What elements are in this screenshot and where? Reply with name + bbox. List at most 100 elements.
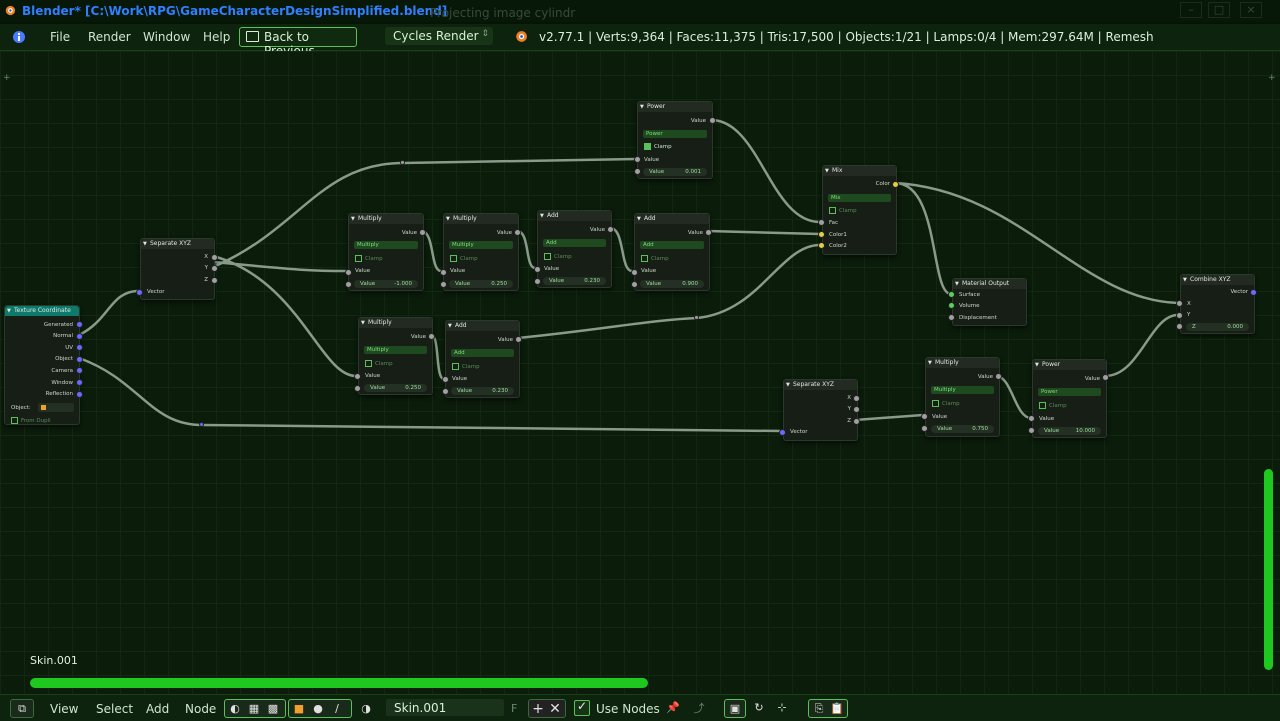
maximize-icon[interactable]: □ (1208, 2, 1230, 18)
node-header[interactable]: Add (446, 321, 519, 331)
back-to-previous-button[interactable]: Back to Previous (239, 27, 357, 58)
node-header[interactable]: Multiply (926, 358, 999, 368)
node-header[interactable]: Combine XYZ (1181, 275, 1254, 285)
output-socket[interactable] (515, 336, 522, 343)
background-window-tab[interactable]: Projecting image cylindr (430, 6, 576, 20)
clamp-checkbox[interactable]: Clamp (641, 255, 669, 262)
math-operation-dropdown[interactable]: Multiply (354, 241, 418, 249)
area-split-icon[interactable]: + (3, 73, 11, 83)
input-socket[interactable] (534, 278, 541, 285)
output-socket[interactable] (76, 379, 83, 386)
node-separate-xyz[interactable]: Separate XYZ X Y Z Vector (140, 238, 215, 300)
math-operation-dropdown[interactable]: Add (451, 349, 514, 357)
reroute-node[interactable] (199, 422, 204, 427)
input-socket[interactable] (818, 231, 825, 238)
close-icon[interactable]: × (1240, 2, 1262, 18)
node-separate-xyz[interactable]: Separate XYZ X Y Z Vector (783, 379, 858, 441)
from-dupli-checkbox[interactable]: From Dupli (11, 417, 51, 424)
input-socket[interactable] (345, 281, 352, 288)
shader-nodes-icon[interactable]: ◐ (230, 702, 240, 715)
clamp-checkbox[interactable]: Clamp (365, 360, 393, 367)
input-socket[interactable] (442, 388, 449, 395)
output-socket[interactable] (211, 277, 218, 284)
texture-nodes-icon[interactable]: ▩ (267, 702, 279, 715)
node-header[interactable]: Add (538, 211, 611, 221)
auto-offset-icon[interactable]: ↻ (754, 701, 764, 714)
horizontal-scrollbar[interactable] (30, 678, 648, 688)
minimize-icon[interactable]: – (1180, 2, 1202, 18)
math-operation-dropdown[interactable]: Multiply (364, 346, 427, 354)
node-mix[interactable]: Mix Color Mix Clamp Fac Color1 Color2 (822, 165, 897, 255)
output-socket[interactable] (76, 344, 83, 351)
shader-context-selector[interactable]: ■ ● ∕ (288, 699, 352, 718)
input-socket[interactable] (948, 314, 955, 321)
input-socket[interactable] (779, 429, 786, 436)
input-socket[interactable] (1028, 427, 1035, 434)
output-socket[interactable] (853, 406, 860, 413)
editor-type-info-icon[interactable] (10, 28, 28, 46)
node-texture-coordinate[interactable]: Texture Coordinate Generated Normal UV O… (4, 305, 80, 425)
render-engine-dropdown[interactable]: Cycles Render ⇕ (385, 27, 493, 45)
node-header[interactable]: Material Output (953, 279, 1026, 289)
input-socket[interactable] (634, 156, 641, 163)
menu-file[interactable]: File (50, 30, 71, 44)
input-socket[interactable] (440, 269, 447, 276)
copy-icon[interactable]: ⎘ (814, 701, 824, 715)
input-socket[interactable] (921, 425, 928, 432)
input-socket[interactable] (631, 269, 638, 276)
math-operation-dropdown[interactable]: Multiply (449, 241, 513, 249)
fake-user-button[interactable]: F (511, 702, 518, 715)
vertical-scrollbar[interactable] (1264, 469, 1273, 670)
input-socket[interactable] (921, 413, 928, 420)
output-socket[interactable] (995, 373, 1002, 380)
output-socket[interactable] (709, 117, 716, 124)
node-header[interactable]: Texture Coordinate (5, 306, 79, 316)
input-socket[interactable] (948, 302, 955, 309)
menu-view[interactable]: View (50, 702, 79, 716)
output-socket[interactable] (853, 418, 860, 425)
node-header[interactable]: Power (638, 102, 712, 112)
unlink-material-icon[interactable]: ✕ (549, 700, 561, 717)
input-socket[interactable] (818, 242, 825, 249)
node-multiply[interactable]: Multiply Value Multiply Clamp Value Valu… (443, 213, 519, 291)
input-socket[interactable] (440, 281, 447, 288)
node-header[interactable]: Separate XYZ (784, 380, 857, 390)
input-socket[interactable] (1176, 312, 1183, 319)
output-socket[interactable] (419, 229, 426, 236)
node-header[interactable]: Multiply (359, 318, 432, 328)
output-socket[interactable] (1250, 289, 1257, 296)
parent-node-tree-icon[interactable]: ⤴ (693, 701, 705, 715)
output-socket[interactable] (428, 333, 435, 340)
menu-add[interactable]: Add (146, 702, 170, 716)
paste-icon[interactable]: 📋 (830, 702, 844, 715)
new-material-icon[interactable]: + (532, 700, 544, 717)
input-socket[interactable] (1176, 300, 1183, 307)
output-socket[interactable] (211, 254, 218, 261)
node-multiply[interactable]: Multiply Value Multiply Clamp Value Valu… (348, 213, 424, 291)
output-socket[interactable] (1102, 374, 1109, 381)
node-material-output[interactable]: Material Output Surface Volume Displacem… (952, 278, 1027, 326)
input-socket[interactable] (442, 376, 449, 383)
output-socket[interactable] (76, 356, 83, 363)
output-socket[interactable] (705, 229, 712, 236)
snap-icon[interactable]: ⊹ (777, 701, 787, 714)
math-operation-dropdown[interactable]: Add (543, 239, 606, 247)
node-header[interactable]: Separate XYZ (141, 239, 214, 249)
clamp-checkbox[interactable]: Clamp (932, 400, 960, 407)
menu-node[interactable]: Node (185, 702, 217, 716)
clamp-checkbox[interactable]: Clamp (1039, 402, 1067, 409)
line-style-icon[interactable]: ∕ (335, 702, 339, 715)
math-operation-dropdown[interactable]: Power (1038, 388, 1101, 396)
input-socket[interactable] (1176, 323, 1183, 330)
input-socket[interactable] (354, 373, 361, 380)
clamp-checkbox[interactable]: Clamp (452, 363, 480, 370)
node-power[interactable]: Power Value Power Clamp Value Value10.00… (1032, 359, 1107, 438)
